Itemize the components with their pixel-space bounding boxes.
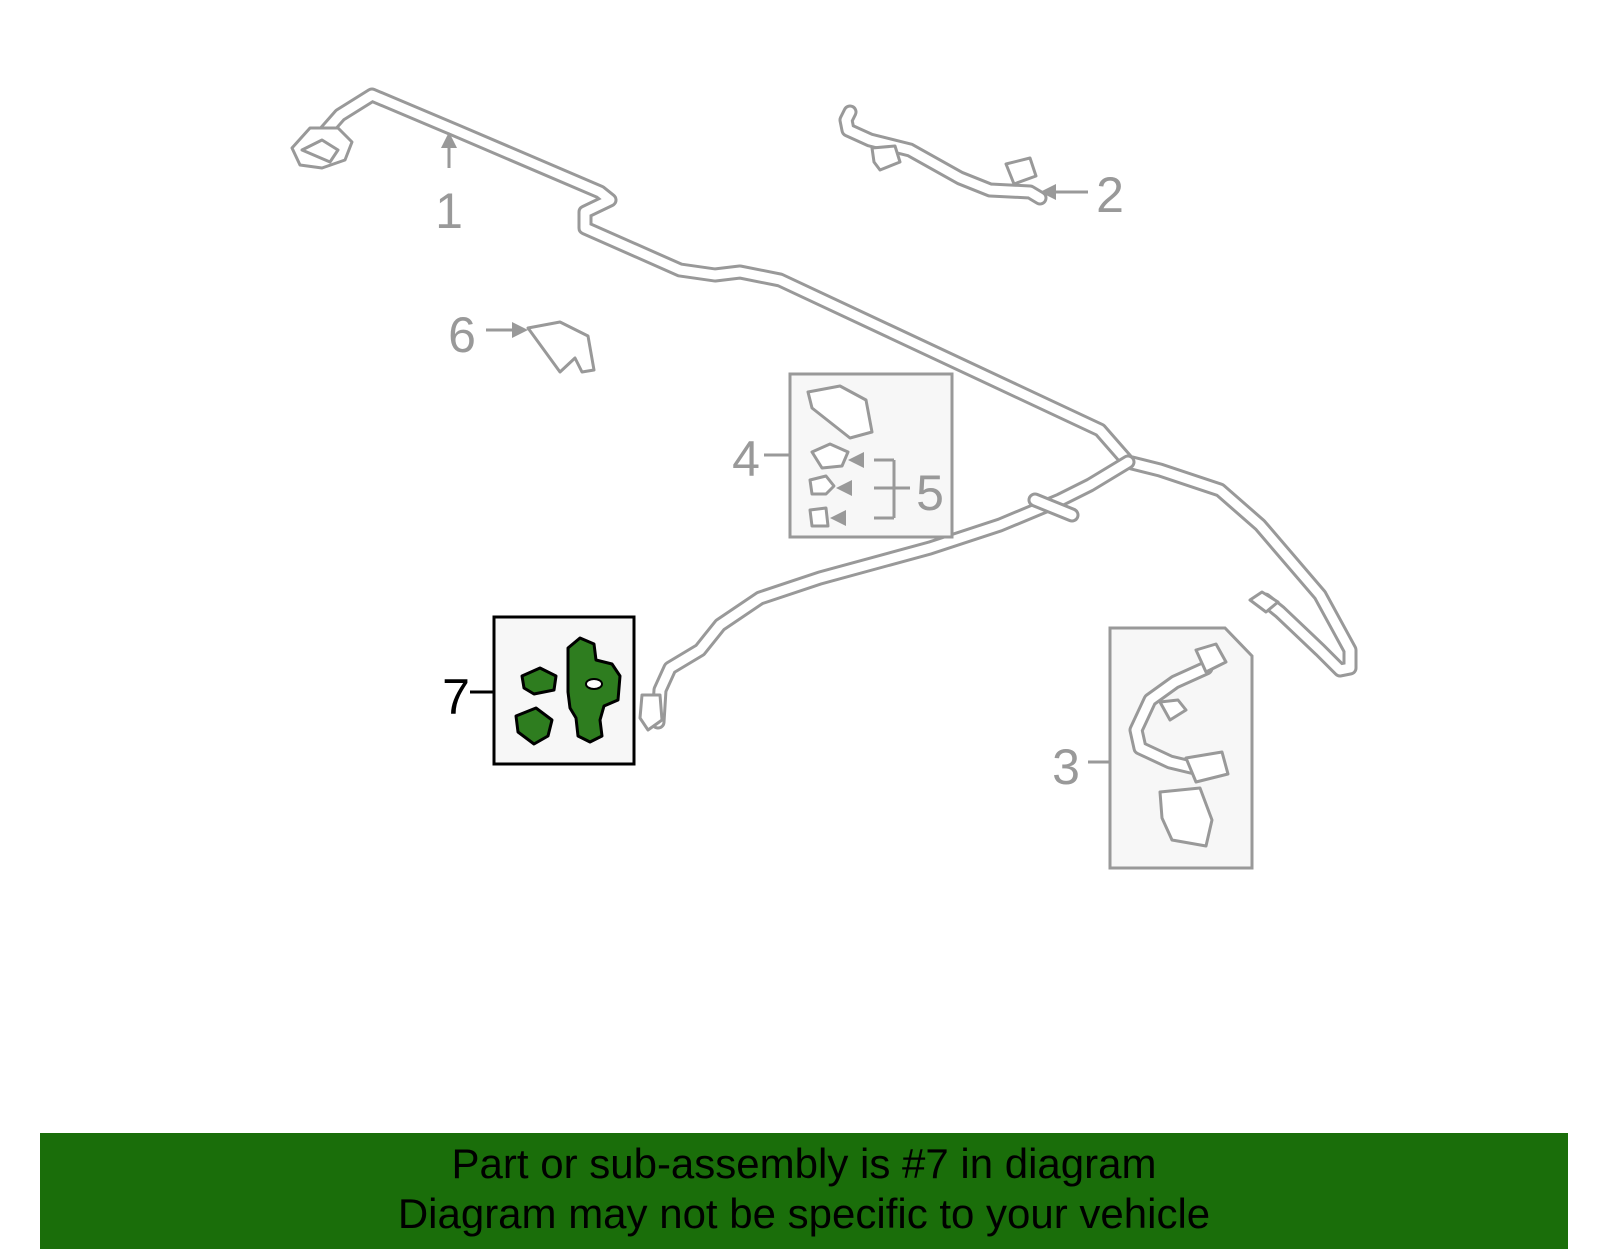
- callout-7: 7: [442, 669, 470, 725]
- callout-3: 3: [1052, 739, 1080, 795]
- wire-harness-2: 2: [838, 104, 1124, 223]
- assembly-box-4: 4 5: [732, 372, 954, 539]
- callout-4: 4: [732, 431, 760, 487]
- callout-5: 5: [916, 465, 944, 521]
- wire-harness-1: 1: [290, 87, 1358, 732]
- parts-diagram: 1 2 6 4 5: [290, 87, 1358, 870]
- banner-line-1: Part or sub-assembly is #7 in diagram: [451, 1140, 1157, 1187]
- assembly-box-7: 7: [442, 615, 636, 766]
- cover-6: 6: [448, 307, 596, 374]
- callout-2: 2: [1096, 167, 1124, 223]
- callout-1: 1: [435, 183, 463, 239]
- callout-6: 6: [448, 307, 476, 363]
- assembly-box-3: 3: [1052, 626, 1254, 870]
- banner-line-2: Diagram may not be specific to your vehi…: [397, 1190, 1211, 1237]
- info-banner: Part or sub-assembly is #7 in diagram Di…: [40, 1133, 1568, 1249]
